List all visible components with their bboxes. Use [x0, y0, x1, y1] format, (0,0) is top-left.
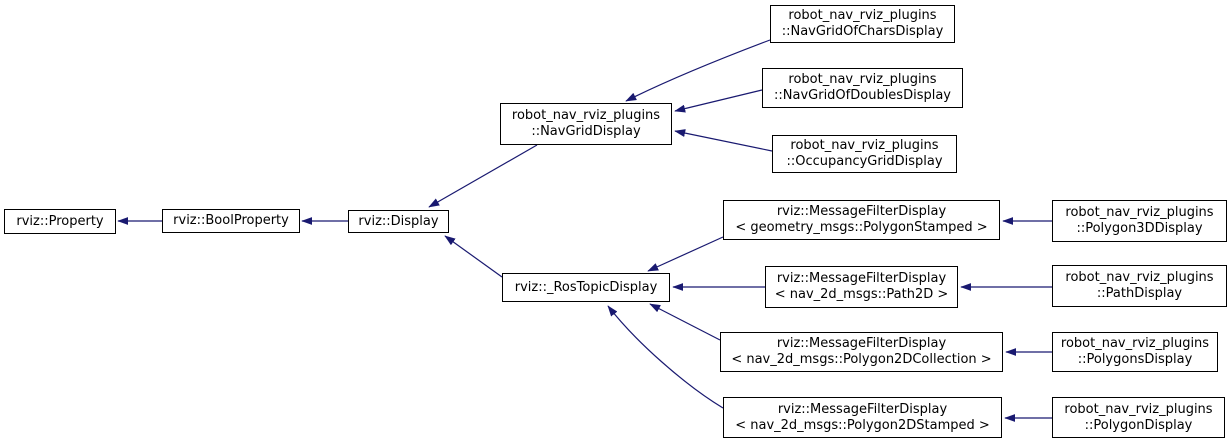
- node-mfd-polygon2dcollection[interactable]: rviz::MessageFilterDisplay < nav_2d_msgs…: [720, 332, 1003, 372]
- node-label: < geometry_msgs::PolygonStamped >: [735, 220, 988, 235]
- node-label: rviz::MessageFilterDisplay: [776, 271, 947, 286]
- node-rviz-display[interactable]: rviz::Display: [348, 210, 449, 233]
- node-label: rviz::MessageFilterDisplay: [776, 336, 947, 351]
- node-label: rviz::Display: [358, 213, 439, 229]
- node-rostopicdisplay[interactable]: rviz::_RosTopicDisplay: [502, 273, 670, 302]
- edge-navgridofchars-to-navgriddisplay: [625, 39, 771, 102]
- node-label: rviz::BoolProperty: [173, 213, 289, 228]
- node-navgridofdoublesdisplay[interactable]: robot_nav_rviz_plugins ::NavGridOfDouble…: [762, 68, 963, 108]
- node-label: ::PolygonDisplay: [1084, 417, 1193, 433]
- node-label: rviz::MessageFilterDisplay: [777, 401, 948, 417]
- node-label: ::NavGridDisplay: [531, 124, 641, 139]
- node-polygon3ddisplay[interactable]: robot_nav_rviz_plugins ::Polygon3DDispla…: [1052, 200, 1227, 242]
- node-label: ::NavGridOfDoublesDisplay: [774, 88, 951, 103]
- node-pathdisplay[interactable]: robot_nav_rviz_plugins ::PathDisplay: [1052, 265, 1227, 307]
- edge-occupancygrid-to-navgriddisplay: [674, 129, 773, 152]
- node-polygondisplay[interactable]: robot_nav_rviz_plugins ::PolygonDisplay: [1052, 397, 1225, 438]
- node-label: robot_nav_rviz_plugins: [790, 138, 939, 153]
- node-mfd-polygonstamped[interactable]: rviz::MessageFilterDisplay < geometry_ms…: [723, 200, 1000, 240]
- node-label: rviz::MessageFilterDisplay: [776, 204, 947, 219]
- edge-mfdpolygon2dcollection-to-rostopic: [649, 303, 721, 341]
- node-navgridofcharsdisplay[interactable]: robot_nav_rviz_plugins ::NavGridOfCharsD…: [770, 5, 955, 43]
- edge-mfdpolygon2dstamped-to-rostopic: [607, 305, 724, 409]
- node-label: robot_nav_rviz_plugins: [1065, 205, 1214, 220]
- edge-navgridofdoubles-to-navgriddisplay: [674, 89, 763, 113]
- node-label: rviz::_RosTopicDisplay: [514, 279, 658, 295]
- node-label: ::OccupancyGridDisplay: [786, 154, 943, 169]
- node-label: < nav_2d_msgs::Path2D >: [774, 287, 949, 302]
- node-label: ::PolygonsDisplay: [1077, 352, 1193, 367]
- node-label: robot_nav_rviz_plugins: [788, 72, 937, 87]
- node-navgriddisplay[interactable]: robot_nav_rviz_plugins ::NavGridDisplay: [500, 103, 672, 145]
- node-label: ::Polygon3DDisplay: [1076, 221, 1203, 236]
- node-label: robot_nav_rviz_plugins: [1065, 270, 1214, 285]
- node-label: < nav_2d_msgs::Polygon2DCollection >: [731, 352, 992, 367]
- edge-mfdpolygonstamped-to-rostopic: [647, 236, 724, 272]
- node-label: robot_nav_rviz_plugins: [1064, 401, 1213, 417]
- node-label: ::PathDisplay: [1096, 286, 1183, 301]
- node-polygonsdisplay[interactable]: robot_nav_rviz_plugins ::PolygonsDisplay: [1052, 332, 1218, 372]
- node-label: < nav_2d_msgs::Polygon2DStamped >: [735, 417, 990, 433]
- node-rviz-boolproperty[interactable]: rviz::BoolProperty: [162, 209, 300, 233]
- edge-navgriddisplay-to-display: [428, 144, 538, 208]
- node-label: ::NavGridOfCharsDisplay: [781, 24, 944, 39]
- edge-rostopicdisplay-to-display: [444, 235, 503, 278]
- node-rviz-property[interactable]: rviz::Property: [4, 209, 116, 234]
- node-label: rviz::Property: [16, 213, 104, 229]
- node-label: robot_nav_rviz_plugins: [1060, 336, 1210, 351]
- node-occupancygriddisplay[interactable]: robot_nav_rviz_plugins ::OccupancyGridDi…: [772, 135, 957, 173]
- node-label: robot_nav_rviz_plugins: [788, 8, 937, 23]
- node-mfd-path2d[interactable]: rviz::MessageFilterDisplay < nav_2d_msgs…: [765, 266, 958, 308]
- node-mfd-polygon2dstamped[interactable]: rviz::MessageFilterDisplay < nav_2d_msgs…: [723, 397, 1002, 438]
- node-label: robot_nav_rviz_plugins: [511, 108, 661, 123]
